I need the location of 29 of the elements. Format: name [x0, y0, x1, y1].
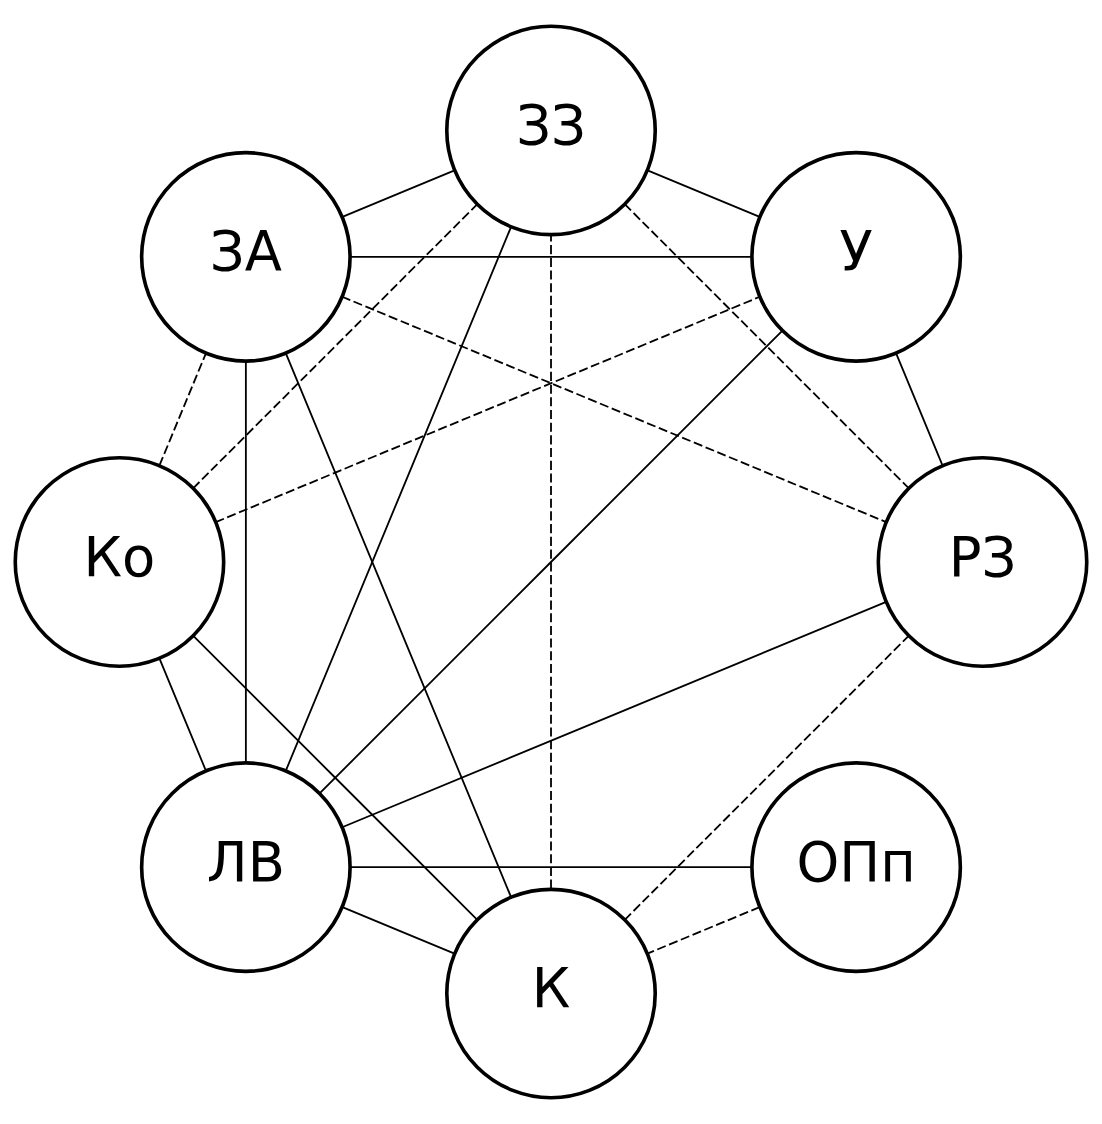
connector [244, 360, 247, 764]
connector [341, 295, 888, 523]
connector [646, 169, 761, 218]
connector [646, 906, 761, 955]
connector [623, 203, 910, 489]
connector [192, 203, 478, 490]
node-circle: ЗА [139, 150, 352, 363]
connector [284, 352, 513, 899]
connector [341, 601, 888, 829]
connector [341, 169, 456, 218]
connector [319, 329, 784, 794]
connector [158, 352, 207, 467]
connector [192, 635, 479, 921]
connector [623, 635, 910, 921]
node-circle: У [750, 150, 963, 363]
node-circle: ОПп [750, 761, 963, 974]
connector [550, 233, 552, 890]
connector [895, 352, 944, 467]
node-circle: ЛВ [139, 761, 352, 974]
connector [158, 657, 207, 772]
connector [349, 866, 753, 869]
connector [284, 225, 512, 772]
connector [349, 255, 753, 258]
connector [341, 906, 456, 955]
node-circle: РЗ [876, 455, 1089, 668]
connector [214, 295, 761, 523]
node-circle: ЗЗ [445, 24, 658, 237]
node-circle: Ко [13, 455, 226, 668]
node-circle: К [445, 887, 658, 1100]
